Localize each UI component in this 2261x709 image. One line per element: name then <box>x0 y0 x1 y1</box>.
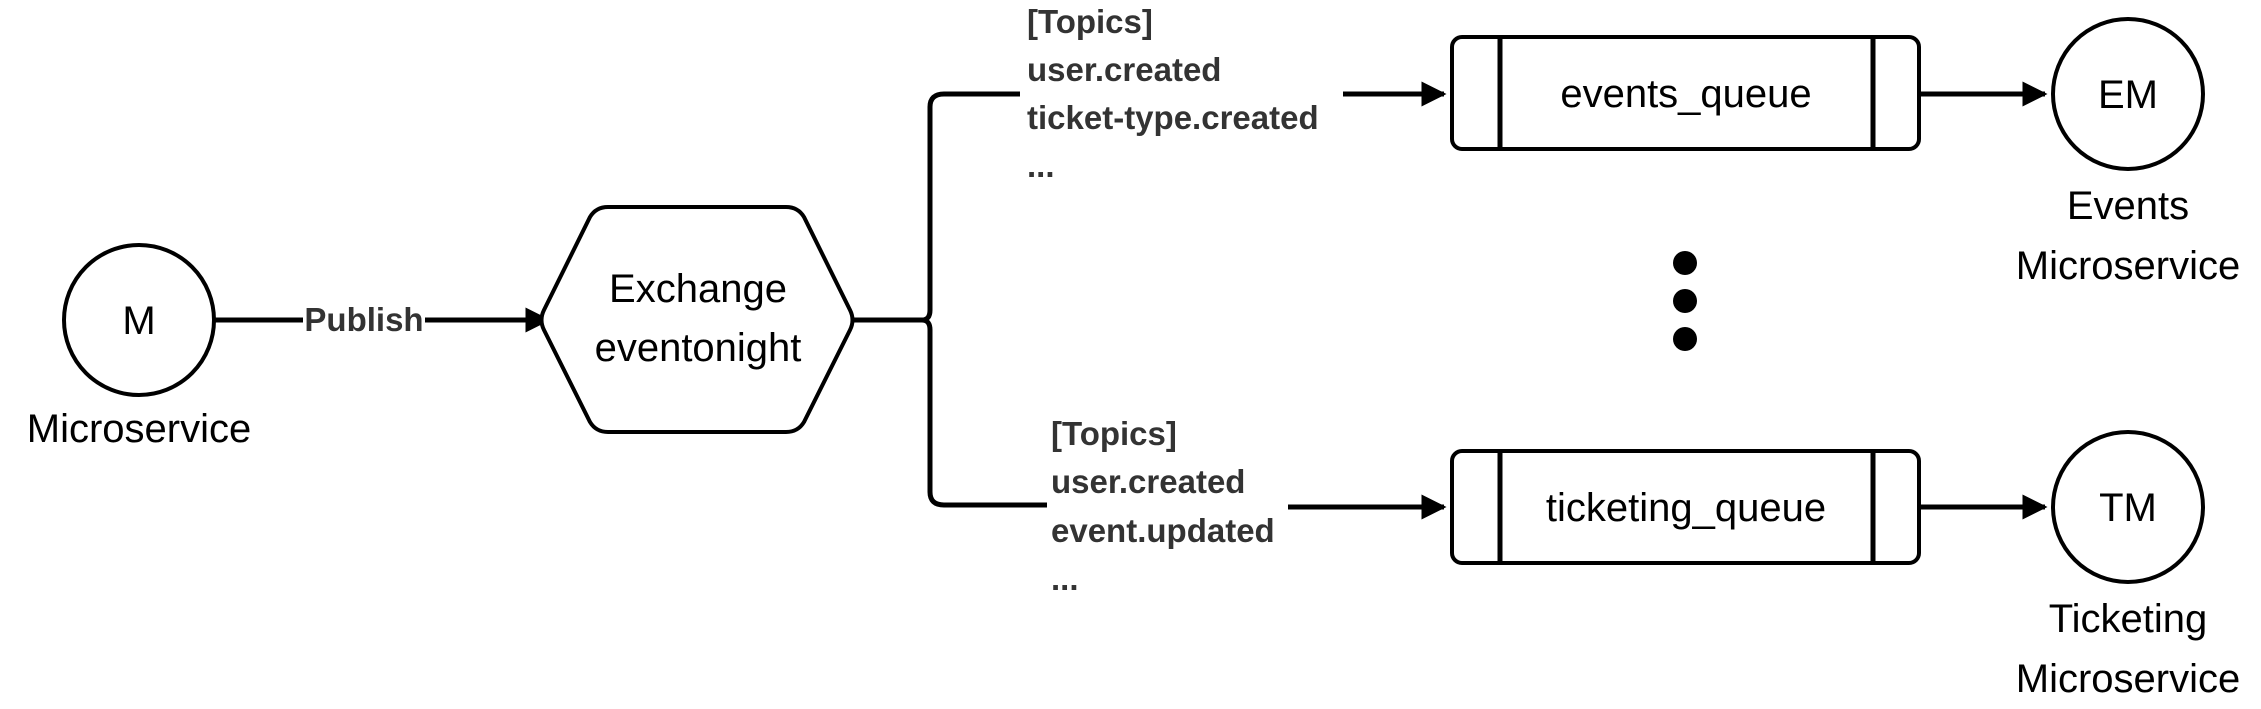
exchange-label-line2: eventonight <box>595 326 802 370</box>
events-queue-box <box>1450 35 1921 151</box>
top-topic-3: ... <box>1027 147 1055 184</box>
bottom-topic-1: user.created <box>1051 463 1245 500</box>
ticketing-consumer-circle <box>2051 430 2205 584</box>
exchange-hexagon <box>539 205 855 434</box>
ticketing-consumer-caption-line1: Ticketing <box>2049 597 2208 641</box>
events-consumer-circle <box>2051 17 2205 171</box>
publish-edge: Publish <box>215 301 551 338</box>
producer-caption: Microservice <box>27 407 251 451</box>
ticketing-queue-node: ticketing_queue <box>1450 449 1921 565</box>
producer-node: M Microservice <box>27 243 251 451</box>
publish-label: Publish <box>304 301 423 338</box>
bottom-topic-2: event.updated <box>1051 512 1275 549</box>
ticketing-consumer-node: TM Ticketing Microservice <box>2016 430 2240 701</box>
ticketing-queue-label: ticketing_queue <box>1546 486 1826 530</box>
branch-top-path <box>852 91 1020 323</box>
top-topics-header: [Topics] <box>1027 3 1153 40</box>
events-consumer-caption-line2: Microservice <box>2016 244 2240 288</box>
ticketing-consumer-caption-line2: Microservice <box>2016 657 2240 701</box>
producer-short-label: M <box>122 299 155 343</box>
producer-circle <box>62 243 216 397</box>
branch-connector <box>852 91 1047 508</box>
ticketing-queue-box <box>1450 449 1921 565</box>
top-binding-topics: [Topics] user.created ticket-type.create… <box>1027 3 1319 184</box>
events-consumer-short-label: EM <box>2098 73 2158 117</box>
ellipsis-dot-2 <box>1673 289 1697 313</box>
ticketing-consumer-short-label: TM <box>2099 486 2157 530</box>
bottom-binding-topics: [Topics] user.created event.updated ... <box>1051 415 1275 597</box>
bottom-topics-header: [Topics] <box>1051 415 1177 452</box>
ellipsis-dot-1 <box>1673 251 1697 275</box>
top-topic-1: user.created <box>1027 51 1221 88</box>
ellipsis-dot-3 <box>1673 327 1697 351</box>
exchange-node: Exchange eventonight <box>539 205 855 434</box>
events-consumer-caption-line1: Events <box>2067 184 2189 228</box>
bottom-topic-3: ... <box>1051 560 1079 597</box>
events-consumer-node: EM Events Microservice <box>2016 17 2240 288</box>
events-queue-node: events_queue <box>1450 35 1921 151</box>
exchange-label-line1: Exchange <box>609 267 787 311</box>
events-queue-label: events_queue <box>1560 72 1811 116</box>
more-queues-ellipsis <box>1673 251 1697 351</box>
branch-bottom-path <box>921 317 1047 508</box>
top-topic-2: ticket-type.created <box>1027 99 1319 136</box>
